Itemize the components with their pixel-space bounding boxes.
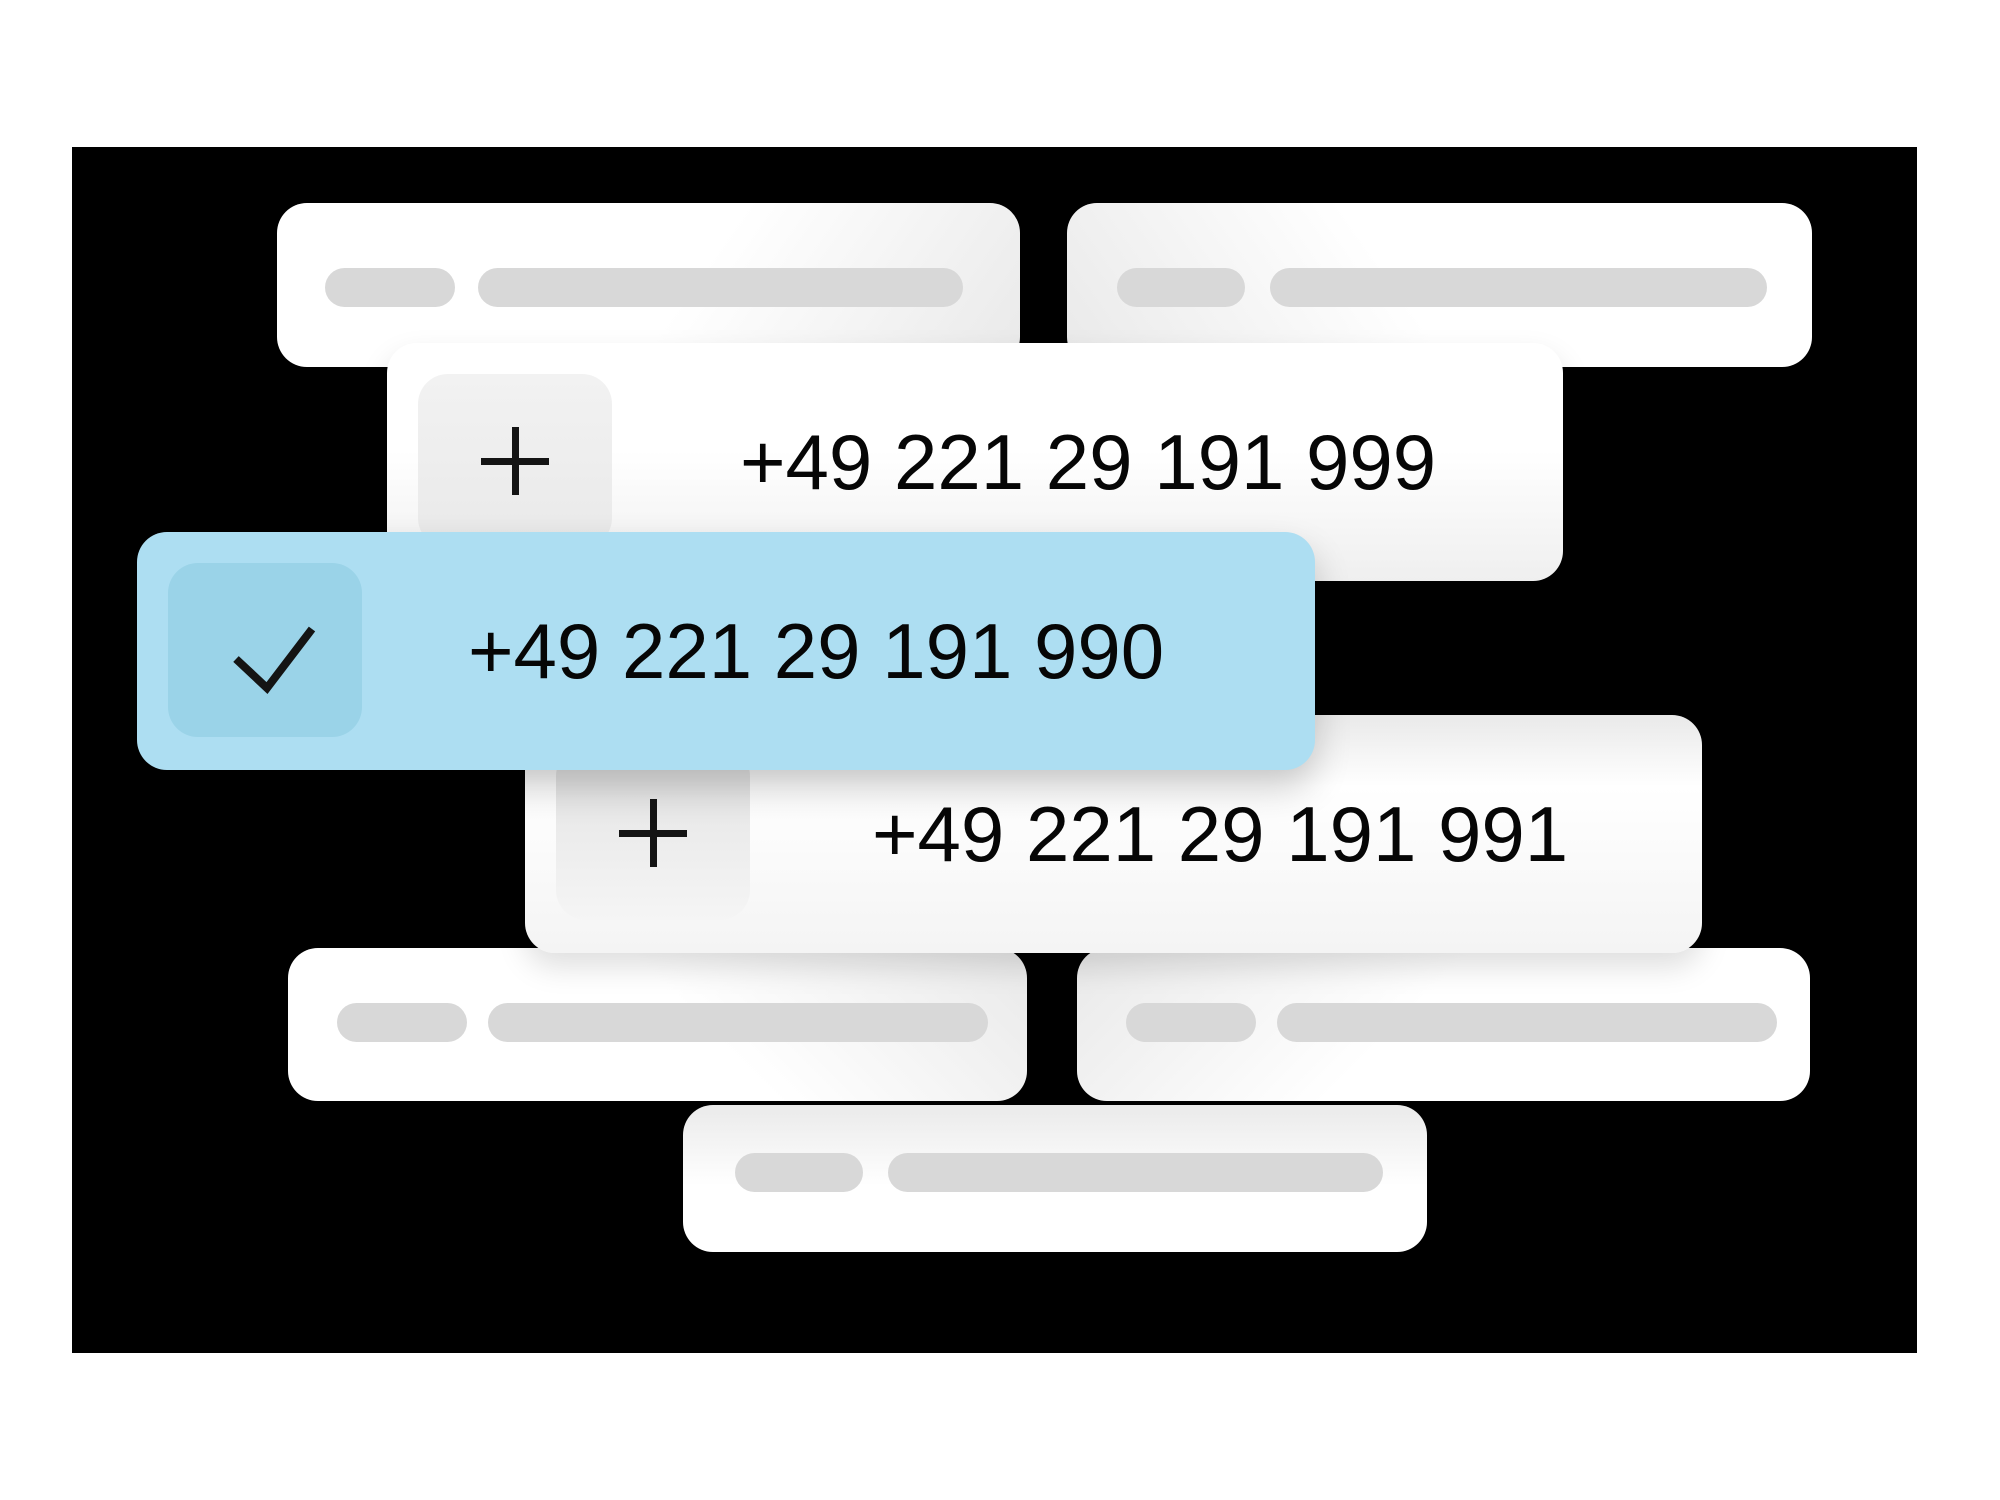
selected-number-button[interactable] [168,563,362,737]
plus-icon [481,427,549,495]
phone-number-label: +49 221 29 191 991 [872,790,1569,878]
skeleton-card-top-right [1067,203,1812,367]
phone-number-label: +49 221 29 191 990 [468,607,1165,695]
skeleton-bar-short [1117,268,1245,307]
skeleton-card-bottom-left [288,948,1027,1101]
skeleton-bar-short [735,1153,863,1192]
skeleton-card-bottom-center [683,1105,1427,1252]
skeleton-card-bottom-right [1077,948,1810,1101]
skeleton-bar-long [1270,268,1767,307]
skeleton-bar-short [1126,1003,1256,1042]
skeleton-card-top-left [277,203,1020,367]
phone-number-label: +49 221 29 191 999 [740,418,1437,506]
skeleton-bar-long [1277,1003,1777,1042]
phone-row-990-selected[interactable]: +49 221 29 191 990 [137,532,1315,770]
add-number-button[interactable] [418,374,612,548]
plus-icon [619,799,687,867]
skeleton-bar-long [478,268,963,307]
check-icon [233,626,316,694]
skeleton-bar-long [488,1003,988,1042]
skeleton-bar-short [337,1003,467,1042]
black-panel: +49 221 29 191 999 +49 221 29 191 991 +4… [72,147,1917,1353]
skeleton-bar-short [325,268,455,307]
add-number-button[interactable] [556,746,750,920]
skeleton-bar-long [888,1153,1383,1192]
